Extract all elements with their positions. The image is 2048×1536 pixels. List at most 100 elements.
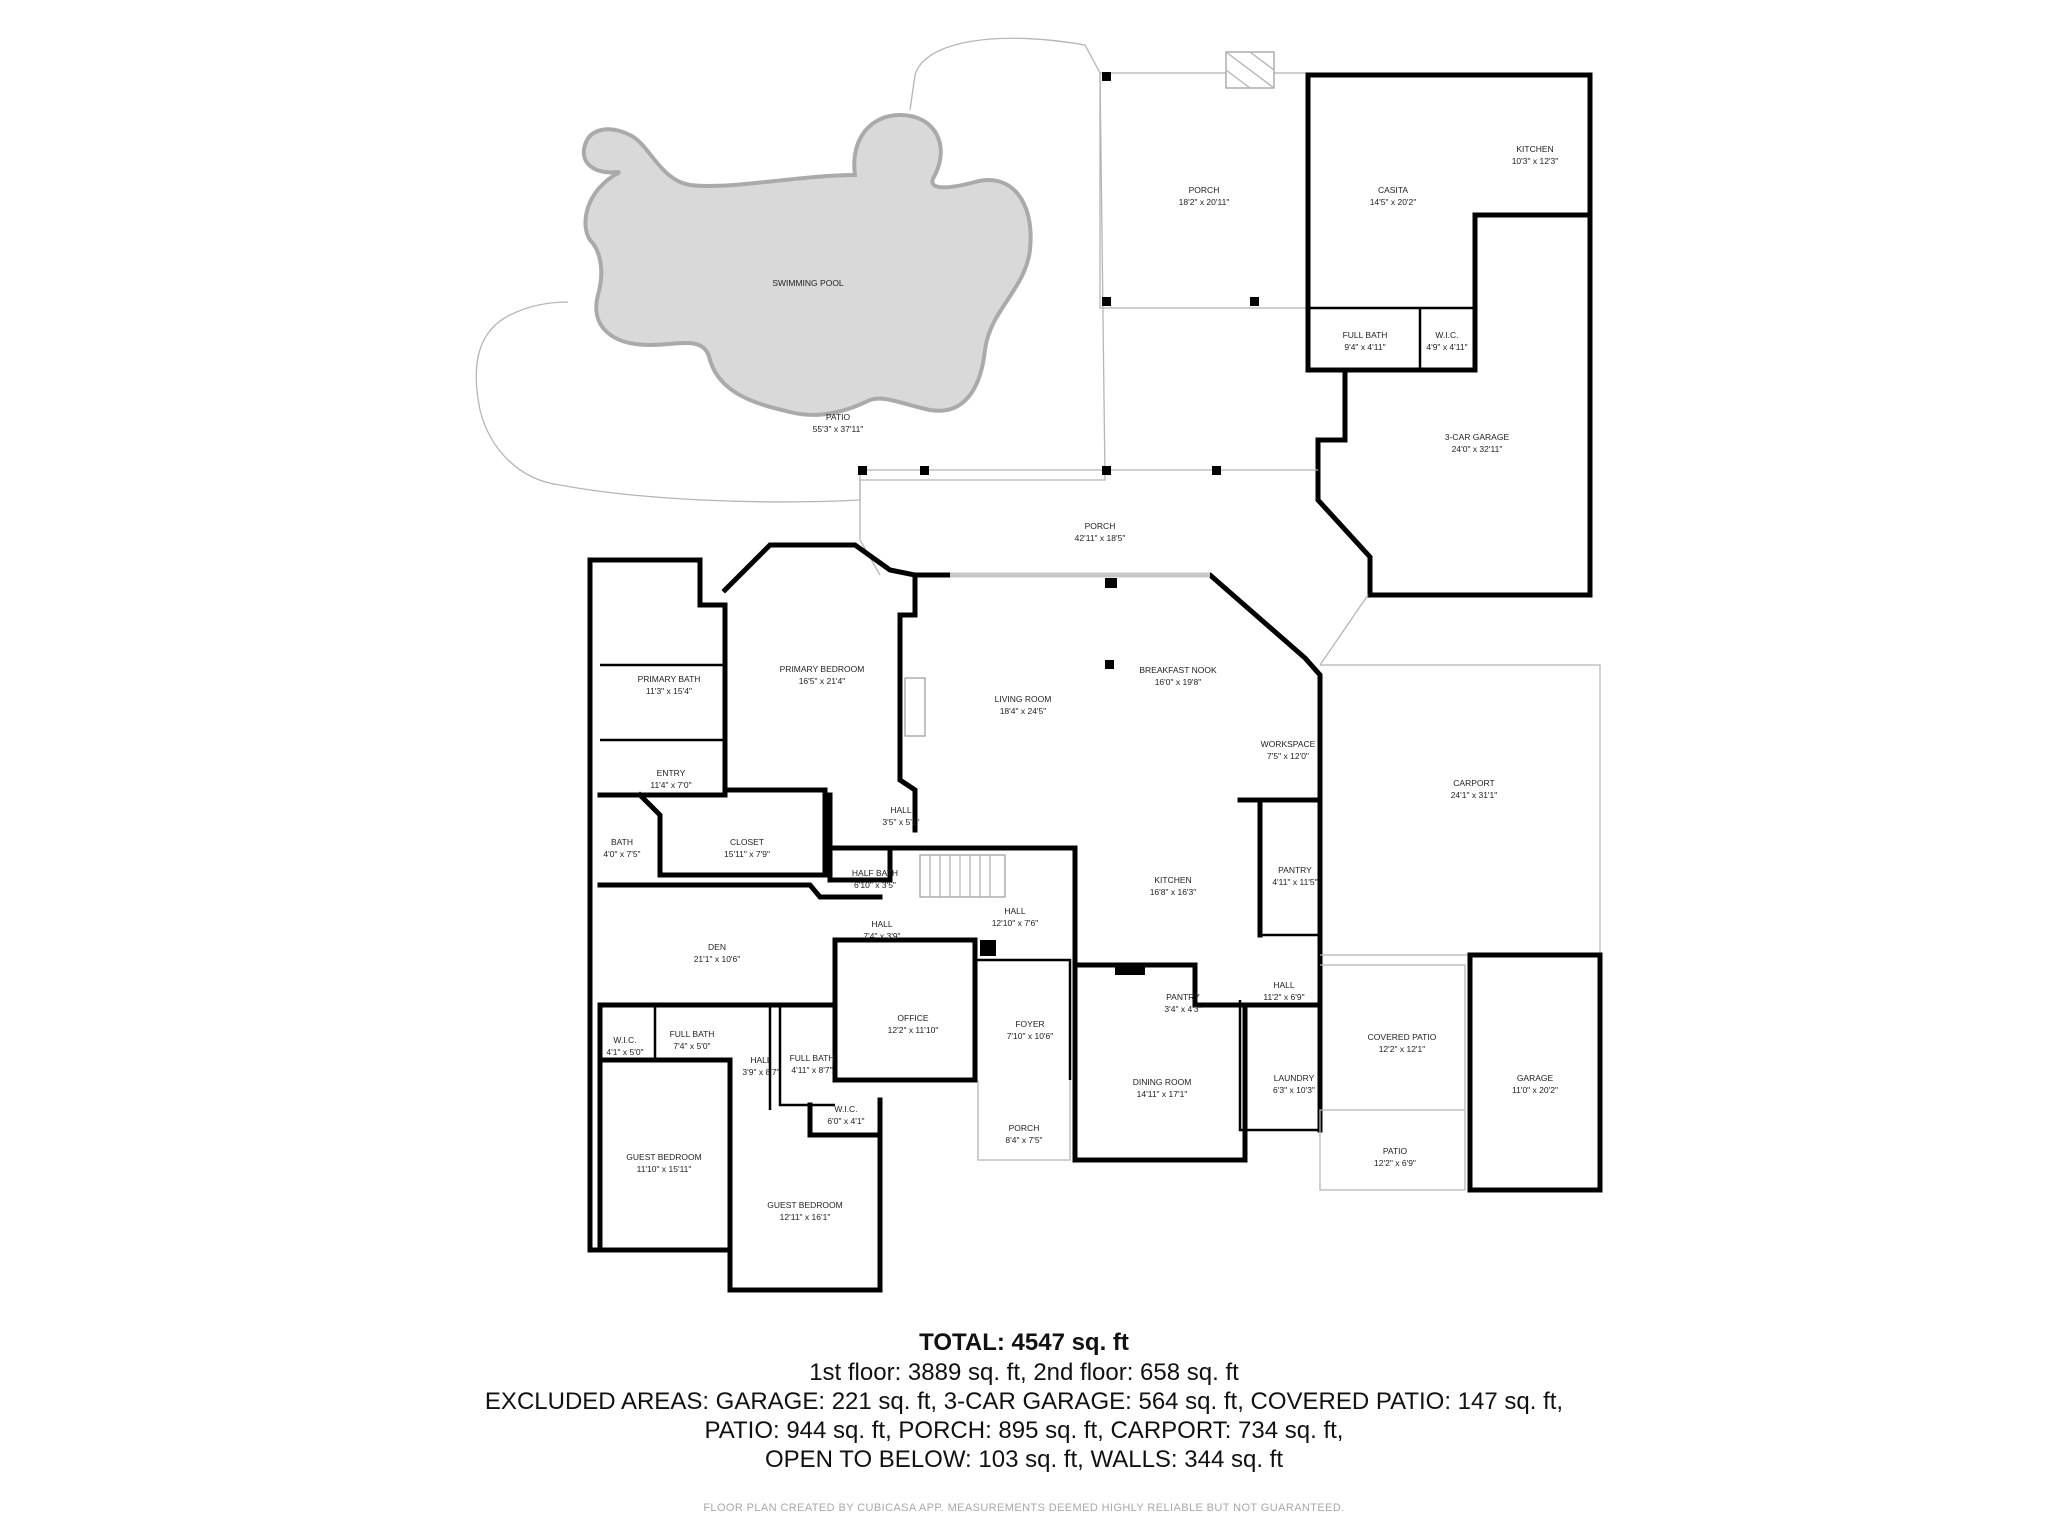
- svg-text:CASITA: CASITA: [1378, 185, 1408, 195]
- svg-text:GUEST BEDROOM: GUEST BEDROOM: [626, 1152, 701, 1162]
- room-porch-north: PORCH 18'2" x 20'11": [1179, 185, 1230, 207]
- disclaimer: FLOOR PLAN CREATED BY CUBICASA APP. MEAS…: [703, 1502, 1345, 1514]
- svg-text:12'2" x 12'1": 12'2" x 12'1": [1379, 1044, 1426, 1054]
- svg-text:8'4" x 7'5": 8'4" x 7'5": [1005, 1135, 1042, 1145]
- svg-text:PANTRY: PANTRY: [1166, 992, 1200, 1002]
- svg-text:10'3" x 12'3": 10'3" x 12'3": [1512, 156, 1559, 166]
- svg-text:18'2" x 20'11": 18'2" x 20'11": [1179, 197, 1230, 207]
- pool-patio-edge: [909, 74, 916, 111]
- svg-text:DEN: DEN: [708, 942, 726, 952]
- svg-text:W.I.C.: W.I.C.: [613, 1035, 636, 1045]
- svg-text:OFFICE: OFFICE: [897, 1013, 928, 1023]
- svg-text:HALL: HALL: [1273, 980, 1295, 990]
- svg-text:6'10" x 3'5": 6'10" x 3'5": [854, 880, 896, 890]
- fireplace: [904, 677, 926, 737]
- svg-text:KITCHEN: KITCHEN: [1154, 875, 1191, 885]
- total-area: TOTAL: 4547 sq. ft: [919, 1329, 1129, 1356]
- casita-walls-west: [1305, 72, 1478, 373]
- svg-text:CARPORT: CARPORT: [1453, 778, 1494, 788]
- carport-outline: [1320, 664, 1601, 956]
- svg-text:CLOSET: CLOSET: [730, 837, 764, 847]
- svg-text:FOYER: FOYER: [1015, 1019, 1044, 1029]
- svg-text:HALL: HALL: [871, 919, 893, 929]
- room-hall-laundry: HALL 11'2" x 6'9": [1263, 980, 1304, 1002]
- svg-text:6'3" x 10'3": 6'3" x 10'3": [1273, 1085, 1315, 1095]
- primary-bedroom-walls: [721, 542, 918, 833]
- svg-text:11'2" x 6'9": 11'2" x 6'9": [1263, 992, 1304, 1002]
- svg-text:PORCH: PORCH: [1085, 521, 1116, 531]
- svg-text:24'0" x 32'11": 24'0" x 32'11": [1452, 444, 1503, 454]
- svg-text:PATIO: PATIO: [1383, 1146, 1408, 1156]
- svg-text:6'0" x 4'1": 6'0" x 4'1": [827, 1116, 864, 1126]
- room-closet: CLOSET 15'11" x 7'9": [724, 837, 770, 859]
- porch-main-outline: [859, 469, 1318, 576]
- svg-text:PORCH: PORCH: [1009, 1123, 1040, 1133]
- svg-text:24'1" x 31'1": 24'1" x 31'1": [1451, 790, 1498, 800]
- svg-text:ENTRY: ENTRY: [657, 768, 686, 778]
- svg-text:PORCH: PORCH: [1189, 185, 1220, 195]
- svg-text:12'2" x 11'10": 12'2" x 11'10": [888, 1025, 939, 1035]
- svg-text:4'9" x 4'11": 4'9" x 4'11": [1426, 342, 1467, 352]
- svg-text:SWIMMING POOL: SWIMMING POOL: [772, 278, 844, 288]
- closet-walls: [636, 787, 828, 878]
- excluded-areas-line-3: OPEN TO BELOW: 103 sq. ft, WALLS: 344 sq…: [764, 1446, 1283, 1473]
- svg-text:14'11" x 17'1": 14'11" x 17'1": [1137, 1089, 1188, 1099]
- primary-bath-walls: [587, 557, 728, 798]
- foyer-walls: [975, 958, 1072, 1080]
- svg-text:3'9" x 8'7": 3'9" x 8'7": [742, 1067, 779, 1077]
- garage-walls: [1467, 952, 1603, 1193]
- west-exterior-walls: [587, 557, 883, 1293]
- svg-text:HALL: HALL: [750, 1055, 772, 1065]
- room-wic-guest2: W.I.C.6'0" x 4'1": [827, 1104, 864, 1126]
- guest-hall-walls: [653, 1005, 835, 1110]
- svg-text:16'0" x 19'8": 16'0" x 19'8": [1155, 677, 1202, 687]
- covered-patio-outline: [1319, 964, 1466, 1191]
- excluded-areas-line-1: EXCLUDED AREAS: GARAGE: 221 sq. ft, 3-CA…: [484, 1388, 1564, 1415]
- room-swimming-pool: SWIMMING POOL: [772, 278, 844, 288]
- room-hall-den: HALL 7'4" x 3'9": [863, 919, 900, 941]
- room-full-bath-casita: FULL BATH 9'4" x 4'11": [1343, 330, 1388, 352]
- center-halls: [827, 792, 1078, 883]
- svg-text:11'0" x 20'2": 11'0" x 20'2": [1512, 1085, 1558, 1095]
- room-wic-guest: W.I.C.4'1" x 5'0": [606, 1035, 643, 1057]
- svg-text:18'4" x 24'5": 18'4" x 24'5": [1000, 706, 1047, 716]
- svg-text:BREAKFAST NOOK: BREAKFAST NOOK: [1139, 665, 1217, 675]
- svg-text:4'11" x 11'5": 4'11" x 11'5": [1272, 877, 1317, 887]
- svg-text:21'1" x 10'6": 21'1" x 10'6": [694, 954, 741, 964]
- svg-text:DINING ROOM: DINING ROOM: [1133, 1077, 1192, 1087]
- svg-text:55'3" x 37'11": 55'3" x 37'11": [813, 424, 864, 434]
- room-office: OFFICE 12'2" x 11'10": [888, 1013, 939, 1035]
- room-labels: SWIMMING POOL PATIO 55'3" x 37'11" PORCH 1…: [603, 144, 1558, 1222]
- svg-text:11'10" x 15'11": 11'10" x 15'11": [637, 1164, 692, 1174]
- svg-text:15'11" x 7'9": 15'11" x 7'9": [724, 849, 770, 859]
- pool-patio-outline: [475, 37, 1106, 503]
- svg-text:GARAGE: GARAGE: [1517, 1073, 1554, 1083]
- svg-text:W.I.C.: W.I.C.: [1435, 330, 1458, 340]
- room-breakfast-nook: BREAKFAST NOOK 16'0" x 19'8": [1139, 665, 1217, 687]
- svg-text:7'4" x 3'9": 7'4" x 3'9": [863, 931, 900, 941]
- porch-front-outline: [977, 1080, 1071, 1161]
- svg-text:HALL: HALL: [890, 805, 912, 815]
- three-car-garage-walls: [1315, 72, 1593, 598]
- svg-text:HALL: HALL: [1004, 906, 1026, 916]
- svg-text:16'5" x 21'4": 16'5" x 21'4": [799, 676, 846, 686]
- svg-text:FULL BATH: FULL BATH: [1343, 330, 1388, 340]
- svg-text:PATIO: PATIO: [826, 412, 851, 422]
- svg-text:12'2" x 6'9": 12'2" x 6'9": [1374, 1158, 1416, 1168]
- svg-text:9'4" x 4'11": 9'4" x 4'11": [1344, 342, 1385, 352]
- svg-text:11'3" x 15'4": 11'3" x 15'4": [646, 686, 692, 696]
